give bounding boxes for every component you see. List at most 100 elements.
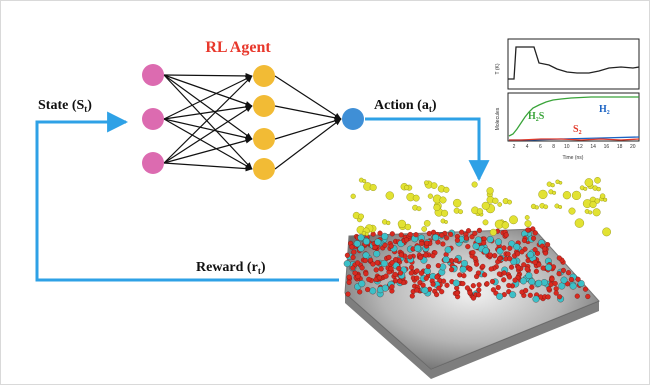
- red-atom: [413, 232, 419, 238]
- gas-molecule: [571, 190, 582, 201]
- network-connections: [163, 73, 342, 172]
- red-atom: [540, 265, 546, 271]
- red-atom: [434, 274, 440, 280]
- gas-molecule: [471, 181, 478, 188]
- gas-molecule: [397, 219, 407, 229]
- red-atom: [470, 283, 476, 289]
- gas-molecule: [481, 201, 490, 210]
- red-atom: [403, 237, 410, 243]
- gas-molecule: [599, 193, 606, 199]
- red-atom: [508, 264, 515, 270]
- red-atom: [568, 276, 574, 283]
- output-node: [342, 108, 364, 130]
- hidden-node: [253, 128, 275, 150]
- red-atom: [373, 267, 379, 273]
- input-node: [142, 152, 164, 174]
- red-atom: [365, 286, 371, 293]
- input-hidden-edge: [163, 105, 253, 164]
- cyan-atom: [535, 279, 543, 287]
- gas-molecule: [482, 219, 489, 226]
- gas-molecule: [524, 220, 532, 228]
- red-atom: [503, 232, 509, 238]
- red-atom: [565, 270, 572, 276]
- time-tick-label: 16: [604, 144, 610, 150]
- red-atom: [549, 276, 555, 282]
- input-hidden-edge: [163, 137, 253, 164]
- red-atom: [487, 252, 493, 258]
- red-atom: [560, 267, 566, 273]
- red-atom: [542, 250, 549, 256]
- gas-molecule: [443, 186, 450, 193]
- cyan-atom: [459, 265, 467, 273]
- red-atom: [476, 292, 482, 298]
- red-atom: [414, 287, 420, 293]
- gas-molecule: [385, 191, 394, 200]
- hidden-node: [253, 95, 275, 117]
- red-atom: [454, 237, 460, 243]
- red-atom: [532, 259, 538, 265]
- state-feedback-arrow: [35, 111, 339, 282]
- hidden-output-edge: [274, 75, 342, 120]
- gas-molecule: [476, 208, 484, 215]
- h2s-series: [508, 96, 639, 137]
- cyan-atom: [496, 247, 504, 255]
- time-tick-label: 4: [526, 144, 529, 150]
- red-atom: [423, 252, 429, 258]
- cyan-atom: [461, 259, 468, 267]
- gas-molecule: [574, 218, 585, 228]
- time-tick-label: 14: [590, 144, 596, 150]
- red-atom: [529, 284, 535, 290]
- gas-molecule: [430, 182, 438, 189]
- cyan-atom: [482, 247, 490, 255]
- gas-molecule: [509, 215, 518, 225]
- gas-molecule: [416, 206, 422, 212]
- cyan-atom: [358, 280, 366, 288]
- red-atom: [350, 254, 356, 260]
- hidden-output-edge: [274, 118, 342, 170]
- red-atom: [351, 249, 357, 255]
- red-atom: [474, 273, 480, 280]
- cyan-atom: [421, 286, 429, 294]
- time-tick-label: 20: [630, 144, 636, 150]
- red-atom: [506, 274, 513, 280]
- cyan-atom: [381, 232, 389, 240]
- red-atom: [388, 243, 394, 249]
- h2-label: H2: [599, 104, 610, 116]
- gas-molecule: [507, 199, 512, 205]
- red-atom: [408, 270, 414, 276]
- red-atom: [389, 231, 395, 237]
- red-atom: [366, 276, 372, 282]
- red-atom: [398, 252, 404, 258]
- red-atom: [552, 280, 558, 287]
- cyan-atom: [560, 276, 568, 284]
- red-atom: [382, 242, 388, 248]
- hidden-output-edge: [274, 105, 342, 121]
- red-atom: [444, 282, 450, 288]
- time-tick-label: 8: [552, 144, 555, 150]
- red-atom: [489, 278, 496, 285]
- red-atom: [545, 242, 551, 248]
- red-atom: [505, 251, 511, 257]
- input-hidden-edge: [163, 75, 253, 164]
- red-atom: [349, 244, 355, 250]
- cyan-atom: [363, 238, 370, 245]
- input-hidden-edge: [163, 74, 253, 107]
- cyan-atom: [558, 282, 566, 290]
- cyan-atom: [525, 272, 533, 279]
- red-atom: [362, 257, 368, 264]
- red-atom: [346, 274, 352, 280]
- red-atom: [553, 286, 559, 292]
- cyan-atom: [569, 282, 577, 290]
- cyan-atom: [452, 279, 460, 287]
- red-atom: [407, 254, 413, 260]
- red-atom: [495, 284, 501, 291]
- cyan-atom: [381, 284, 389, 292]
- red-atom: [472, 255, 478, 261]
- gas-molecule: [358, 213, 364, 220]
- red-atom: [357, 289, 363, 295]
- red-atom: [344, 252, 350, 258]
- gas-molecule: [602, 197, 608, 202]
- red-atom: [367, 257, 374, 263]
- red-atom: [430, 229, 437, 235]
